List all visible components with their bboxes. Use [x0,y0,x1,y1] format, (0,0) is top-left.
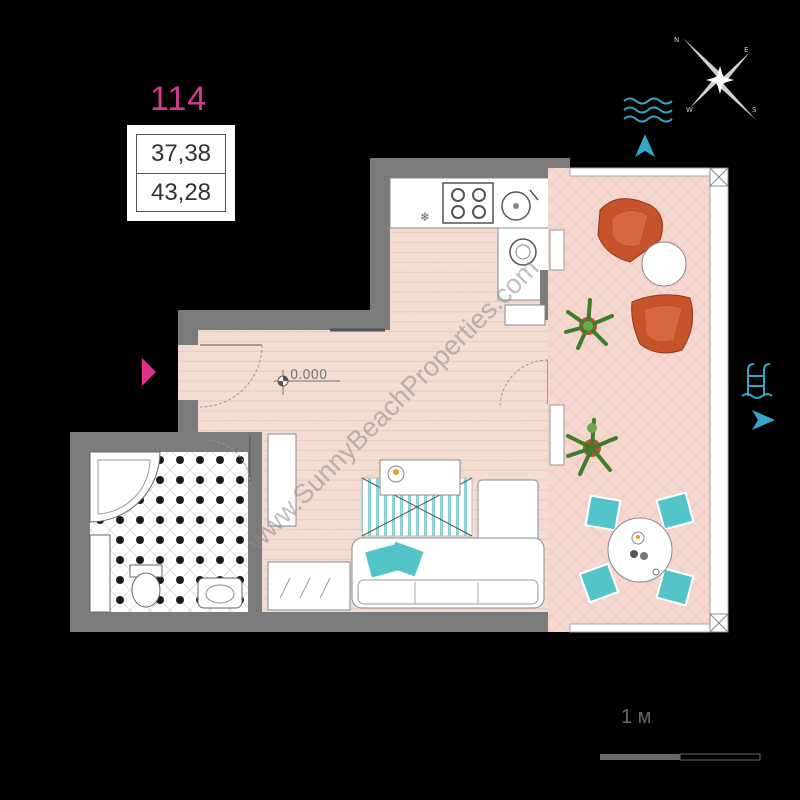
dining-set [578,491,695,607]
kitchen-sink [501,189,539,221]
corner-shower-tray [89,451,161,523]
wardrobe [267,433,297,527]
washbasin [197,577,243,609]
compass-north-label: N [674,36,679,44]
bath-shelf [89,534,111,613]
terrace-railing [709,167,729,633]
terrace [548,167,729,633]
sofa [351,479,545,609]
sea-direction-arrow-icon [635,134,655,157]
scale-label: 1 м [621,706,652,728]
unit-number: 114 [150,80,208,118]
bathroom [89,432,262,613]
potted-plant-2 [566,418,618,476]
armchair-1 [597,198,663,263]
entrance-door [199,344,263,408]
scale-bar [600,753,761,761]
railing-post-bottom [709,613,729,633]
pool-ladder-icon [741,363,773,399]
cushion-2 [386,541,424,577]
chair-3 [578,562,620,604]
tv-cabinet [267,561,351,611]
chair-4 [655,567,695,607]
armchair-2 [631,294,694,354]
living-area [267,433,545,611]
compass-south-label: S [752,106,757,114]
toilet [129,564,163,608]
level-mark-label: 0.000 [290,368,327,383]
gross-area-value: 43,28 [150,179,212,206]
side-table [641,241,687,287]
area-table-frame: 37,38 43,28 [136,134,226,212]
area-table: 37,38 43,28 [127,125,235,221]
washing-machine [509,238,537,266]
compass-west-label: W [686,106,693,114]
pool-direction-arrow-icon [752,410,775,430]
entrance-arrow-icon [142,358,156,386]
entrance-opening [178,345,200,400]
potted-plant-1 [564,298,614,350]
sea-waves-icon [623,97,673,123]
dining-table [607,517,673,583]
level-mark: 0.000 [274,368,340,395]
compass-rose-icon: N E W S [674,36,757,120]
chair-1 [584,494,622,532]
railing-post-top [709,167,729,187]
snowflake-icon: ❄ [420,210,430,224]
compass-east-label: E [744,46,748,54]
cooktop [442,182,494,224]
chair-2 [655,491,695,531]
net-area-value: 37,38 [137,135,225,174]
